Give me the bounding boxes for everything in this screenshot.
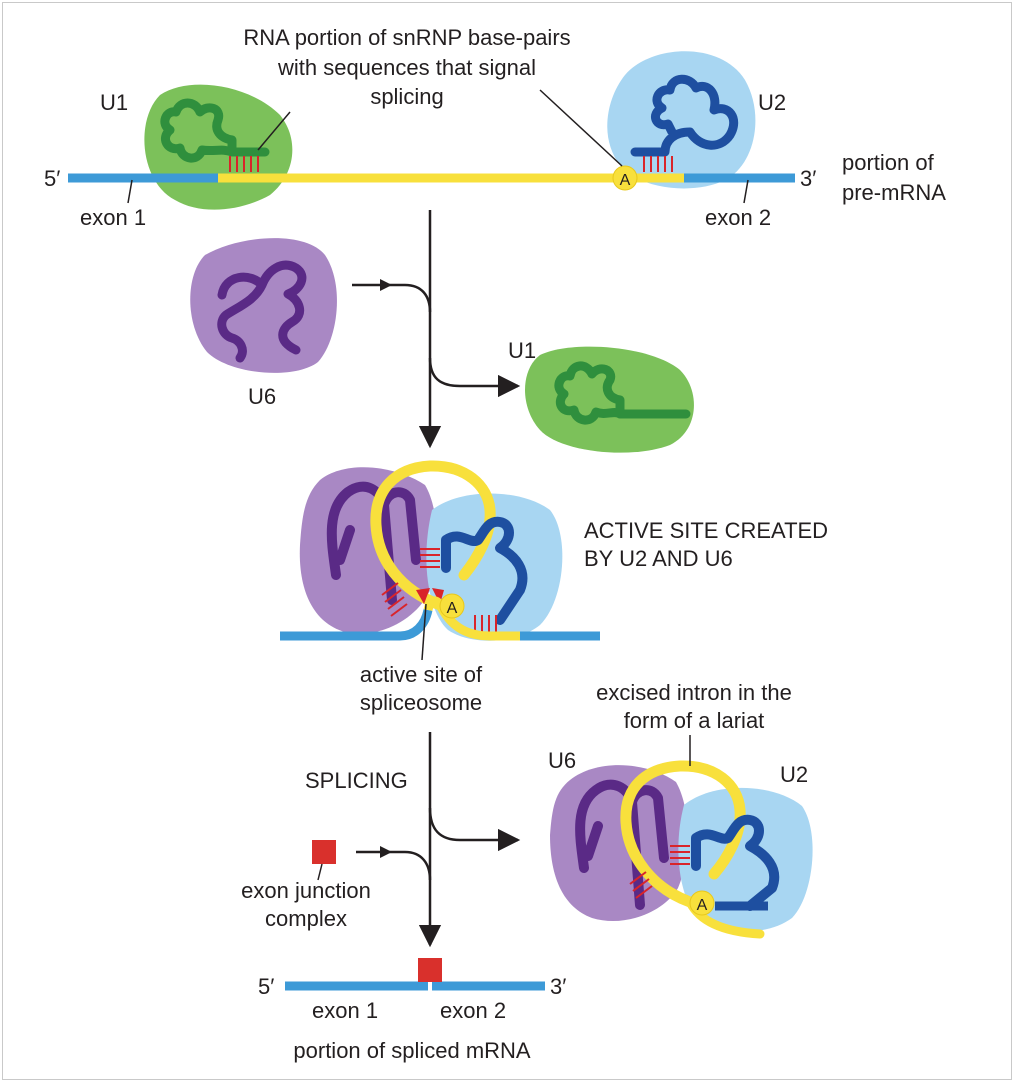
u1-label-released: U1 [508,338,536,363]
exon1-label-top: exon 1 [80,205,146,230]
exon1-label-bottom: exon 1 [312,998,378,1023]
active-site-created-line2: BY U2 AND U6 [584,546,733,571]
u1-snrnp-top [144,84,293,210]
u6-join-arrow [352,283,432,313]
exon1-strand-active [280,608,433,641]
u1-base-pairs [229,156,259,172]
active-site-created-line1: ACTIVE SITE CREATED [584,518,828,543]
active-site-wedges [416,588,444,604]
spliced-mrna [285,958,545,991]
snrnp-note-leader-left [257,111,291,151]
pre-mrna-label-line1: portion of [842,150,935,175]
ejc-leader [317,863,323,881]
snrnp-note-leader-right [539,89,623,167]
branch-point-active [439,593,465,619]
five-prime-bottom: 5′ [258,974,274,999]
excised-lariat: A [550,760,813,939]
u1-release-arrow [428,357,521,398]
u6-label-bottom: U6 [548,748,576,773]
u6-blob [190,238,337,373]
lariat-release-arrow [428,807,521,852]
three-prime-bottom: 3′ [550,974,566,999]
five-prime-top: 5′ [44,166,60,191]
u2-rna [630,74,739,157]
excised-intron-line2: form of a lariat [624,708,765,733]
branch-a-active: A [447,600,458,617]
spliceosome-active: A [280,460,600,641]
u6-join-arrowhead [380,279,392,291]
snrnp-note-line2: with sequences that signal [277,55,536,80]
flow-arrows-2 [356,732,521,948]
splicing-label: SPLICING [305,768,408,793]
ejc-join-arrowhead [380,846,392,858]
active-site-spliceosome-line2: spliceosome [360,690,482,715]
u2-snrnp-top [607,51,756,189]
exon1-leader-top [127,179,133,204]
exon2-label-top: exon 2 [705,205,771,230]
ejc-label-line2: complex [265,906,347,931]
u1-rna [160,98,270,163]
ejc-bound [418,958,442,982]
snrnp-note-line3: splicing [370,84,443,109]
pre-mrna-label-line2: pre-mRNA [842,180,946,205]
ejc-label-line1: exon junction [241,878,371,903]
u2-rna-active [441,516,528,625]
u2-label-bottom: U2 [780,762,808,787]
u1-label-top: U1 [100,90,128,115]
intron-tail-active [423,596,444,612]
u2-label-top: U2 [758,90,786,115]
snrnp-note-line1: RNA portion of snRNP base-pairs [243,25,570,50]
u1-released-rna [554,361,691,425]
active-site-spliceosome-line1: active site of [360,662,483,687]
u1-snrnp-released [525,346,694,453]
u2-rna-lariat [691,814,780,911]
pre-mrna-strand: A [68,165,795,191]
lariat-base-pairs [629,845,690,899]
u6-rna [217,260,307,363]
u2-base-pairs [643,156,673,172]
ejc-square [312,840,336,864]
branch-a-label: A [620,172,631,189]
branch-point-lariat [689,890,715,916]
active-site-leader [421,603,427,661]
flow-arrows-1 [352,210,521,449]
excised-intron-line1: excised intron in the [596,680,792,705]
u6-label-mid: U6 [248,384,276,409]
branch-a-lariat: A [697,897,708,914]
ejc-join-arrow [356,850,432,881]
branch-point-top [612,165,638,191]
exon2-label-bottom: exon 2 [440,998,506,1023]
spliced-mrna-label: portion of spliced mRNA [293,1038,531,1063]
three-prime-top: 3′ [800,166,816,191]
exon2-leader-top [743,179,749,204]
u6-snrnp-mid [190,238,337,373]
active-base-pairs [381,548,497,632]
